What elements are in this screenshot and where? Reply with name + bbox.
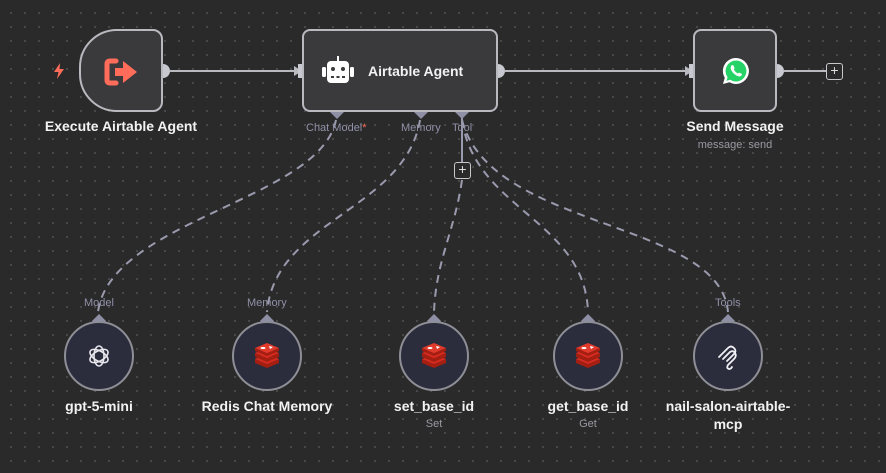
send-message-node[interactable] xyxy=(693,29,777,112)
connection-model[interactable] xyxy=(97,119,337,313)
whatsapp-icon xyxy=(721,56,751,91)
add-tool-button[interactable]: + xyxy=(454,162,471,179)
agent-input-handle[interactable] xyxy=(298,64,305,78)
sign-out-arrow-icon xyxy=(104,58,140,91)
get-base-id-subtitle: Get xyxy=(579,418,597,430)
tools-port-label: Tools xyxy=(715,297,741,309)
execute-airtable-agent-node[interactable] xyxy=(79,29,163,112)
set-base-id-subtitle: Set xyxy=(425,418,443,430)
send-node-subtitle: message: send xyxy=(697,139,773,151)
redis-chat-memory-node[interactable] xyxy=(232,321,302,391)
robot-icon xyxy=(320,55,356,92)
redis-chat-memory-title: Redis Chat Memory xyxy=(201,398,333,414)
connection-tool-set[interactable] xyxy=(433,120,463,313)
memory-sub-port-label: Memory xyxy=(247,297,287,309)
get-base-id-title: get_base_id xyxy=(547,398,629,414)
send-node-title: Send Message xyxy=(686,118,784,134)
nail-salon-airtable-mcp-node[interactable] xyxy=(693,321,763,391)
mcp-title-line1: nail-salon-airtable- xyxy=(665,398,791,414)
gpt-5-mini-node[interactable] xyxy=(64,321,134,391)
add-next-node-button[interactable]: + xyxy=(826,63,843,80)
connection-memory[interactable] xyxy=(266,119,421,313)
chat-model-port-label: Chat Model* xyxy=(306,122,367,134)
tool-port-label: Tool xyxy=(452,122,473,134)
set-base-id-title: set_base_id xyxy=(393,398,475,414)
gpt-5-mini-title: gpt-5-mini xyxy=(65,398,133,414)
openai-icon xyxy=(85,342,113,375)
connection-tool-mcp[interactable] xyxy=(461,119,729,313)
get-base-id-node[interactable] xyxy=(553,321,623,391)
mcp-title-line2: mcp xyxy=(713,416,743,432)
airtable-agent-node[interactable]: Airtable Agent xyxy=(302,29,498,112)
trigger-node-title: Execute Airtable Agent xyxy=(44,118,198,134)
redis-icon xyxy=(420,343,448,374)
set-base-id-node[interactable] xyxy=(399,321,469,391)
memory-port-label: Memory xyxy=(401,122,441,134)
redis-icon xyxy=(574,343,602,374)
send-input-handle[interactable] xyxy=(689,64,696,78)
agent-node-title: Airtable Agent xyxy=(368,63,464,79)
redis-icon xyxy=(253,343,281,374)
mcp-icon xyxy=(716,343,742,376)
connection-tool-get[interactable] xyxy=(461,119,589,313)
model-port-label: Model xyxy=(84,297,114,309)
lightning-bolt-icon xyxy=(53,63,65,84)
required-asterisk: * xyxy=(362,122,367,134)
